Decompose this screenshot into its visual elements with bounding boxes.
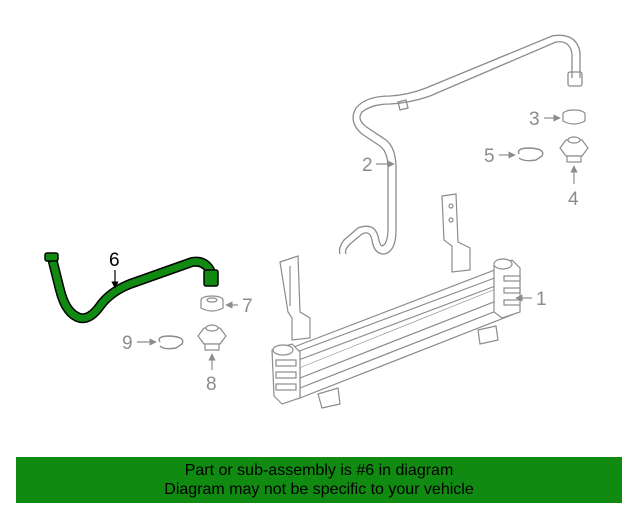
callout-4: 4 <box>568 189 579 210</box>
callout-7: 7 <box>242 296 253 317</box>
fitting-4 <box>559 136 589 163</box>
leader-lines <box>111 114 578 370</box>
oil-cooler <box>271 193 521 409</box>
callout-9: 9 <box>122 333 133 354</box>
callout-2: 2 <box>362 155 373 176</box>
washer-7 <box>200 295 224 312</box>
clip-5 <box>517 147 544 162</box>
lower-cooler-line <box>44 252 219 324</box>
washer-3 <box>562 109 586 125</box>
banner-line-1: Part or sub-assembly is #6 in diagram <box>184 462 454 479</box>
callout-6: 6 <box>109 250 120 271</box>
parts-diagram: 1 2 3 4 5 6 7 8 9 <box>44 34 589 409</box>
banner-line-2: Diagram may not be specific to your vehi… <box>164 481 474 498</box>
callout-3: 3 <box>529 109 540 130</box>
callout-5: 5 <box>484 146 495 167</box>
callout-1: 1 <box>536 289 547 310</box>
fitting-8 <box>197 324 227 351</box>
callout-8: 8 <box>206 374 217 395</box>
upper-cooler-line <box>338 34 583 255</box>
clip-9 <box>158 335 184 350</box>
info-banner: Part or sub-assembly is #6 in diagram Di… <box>16 457 622 503</box>
